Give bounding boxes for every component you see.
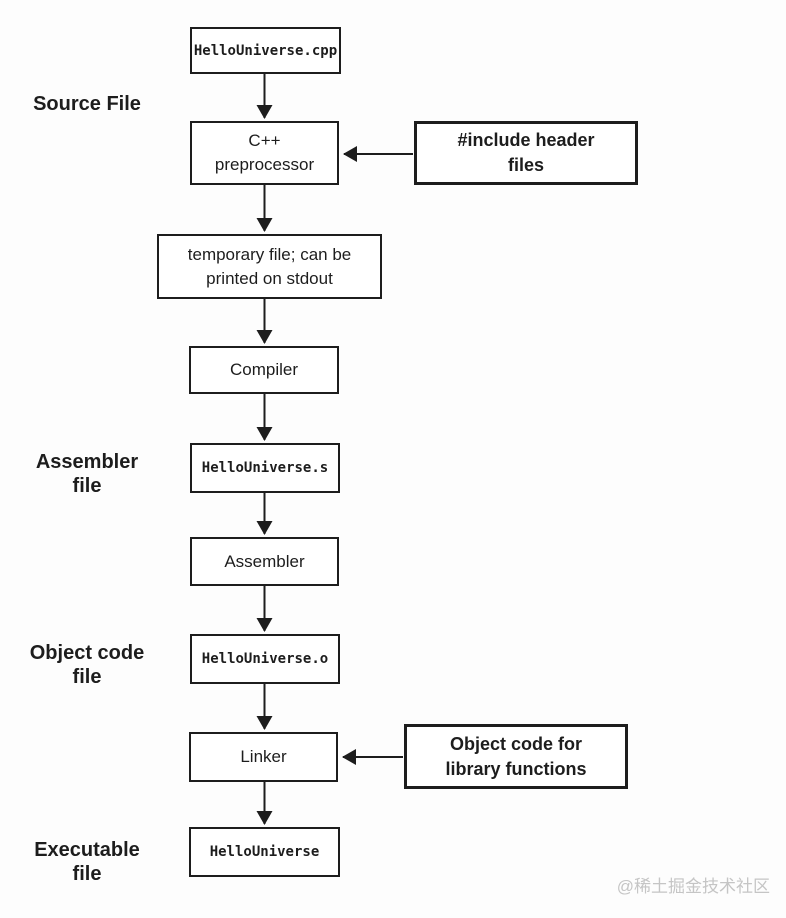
node-assembler: Assembler xyxy=(190,537,339,586)
node-temp-file-label: temporary file; can be printed on stdout xyxy=(187,244,352,288)
node-executable: HelloUniverse xyxy=(189,827,340,877)
label-assembler-file-text: Assembler file xyxy=(35,451,139,497)
node-assembler-label: Assembler xyxy=(224,551,305,571)
node-executable-label: HelloUniverse xyxy=(209,844,320,860)
node-preprocessor-label: C++ preprocessor xyxy=(214,131,315,174)
node-linker-label: Linker xyxy=(240,747,287,766)
node-temp-file: temporary file; can be printed on stdout xyxy=(157,234,382,299)
node-library-object-code: Object code for library functions xyxy=(404,724,628,789)
node-include-headers-label: #include header files xyxy=(457,130,595,175)
node-preprocessor: C++ preprocessor xyxy=(190,121,339,185)
label-assembler-file: Assembler file xyxy=(2,450,172,498)
node-assembly-file-label: HelloUniverse.s xyxy=(201,460,329,476)
label-object-code-file-text: Object code file xyxy=(29,642,145,688)
node-library-object-code-label: Object code for library functions xyxy=(445,733,587,779)
node-assembly-file: HelloUniverse.s xyxy=(190,443,340,493)
label-executable-file-text: Executable file xyxy=(34,839,140,885)
label-source-file-text: Source File xyxy=(33,93,141,115)
watermark: @稀土掘金技术社区 xyxy=(616,877,770,896)
node-source-file: HelloUniverse.cpp xyxy=(190,27,341,74)
node-include-headers: #include header files xyxy=(414,121,638,185)
node-object-file-label: HelloUniverse.o xyxy=(201,651,329,667)
label-object-code-file: Object code file xyxy=(2,641,172,689)
node-linker: Linker xyxy=(189,732,338,782)
node-object-file: HelloUniverse.o xyxy=(190,634,340,684)
label-executable-file: Executable file xyxy=(2,838,172,886)
node-compiler-label: Compiler xyxy=(229,360,299,379)
label-source-file: Source File xyxy=(2,92,172,116)
node-compiler: Compiler xyxy=(189,346,339,394)
node-source-file-label: HelloUniverse.cpp xyxy=(193,42,338,59)
